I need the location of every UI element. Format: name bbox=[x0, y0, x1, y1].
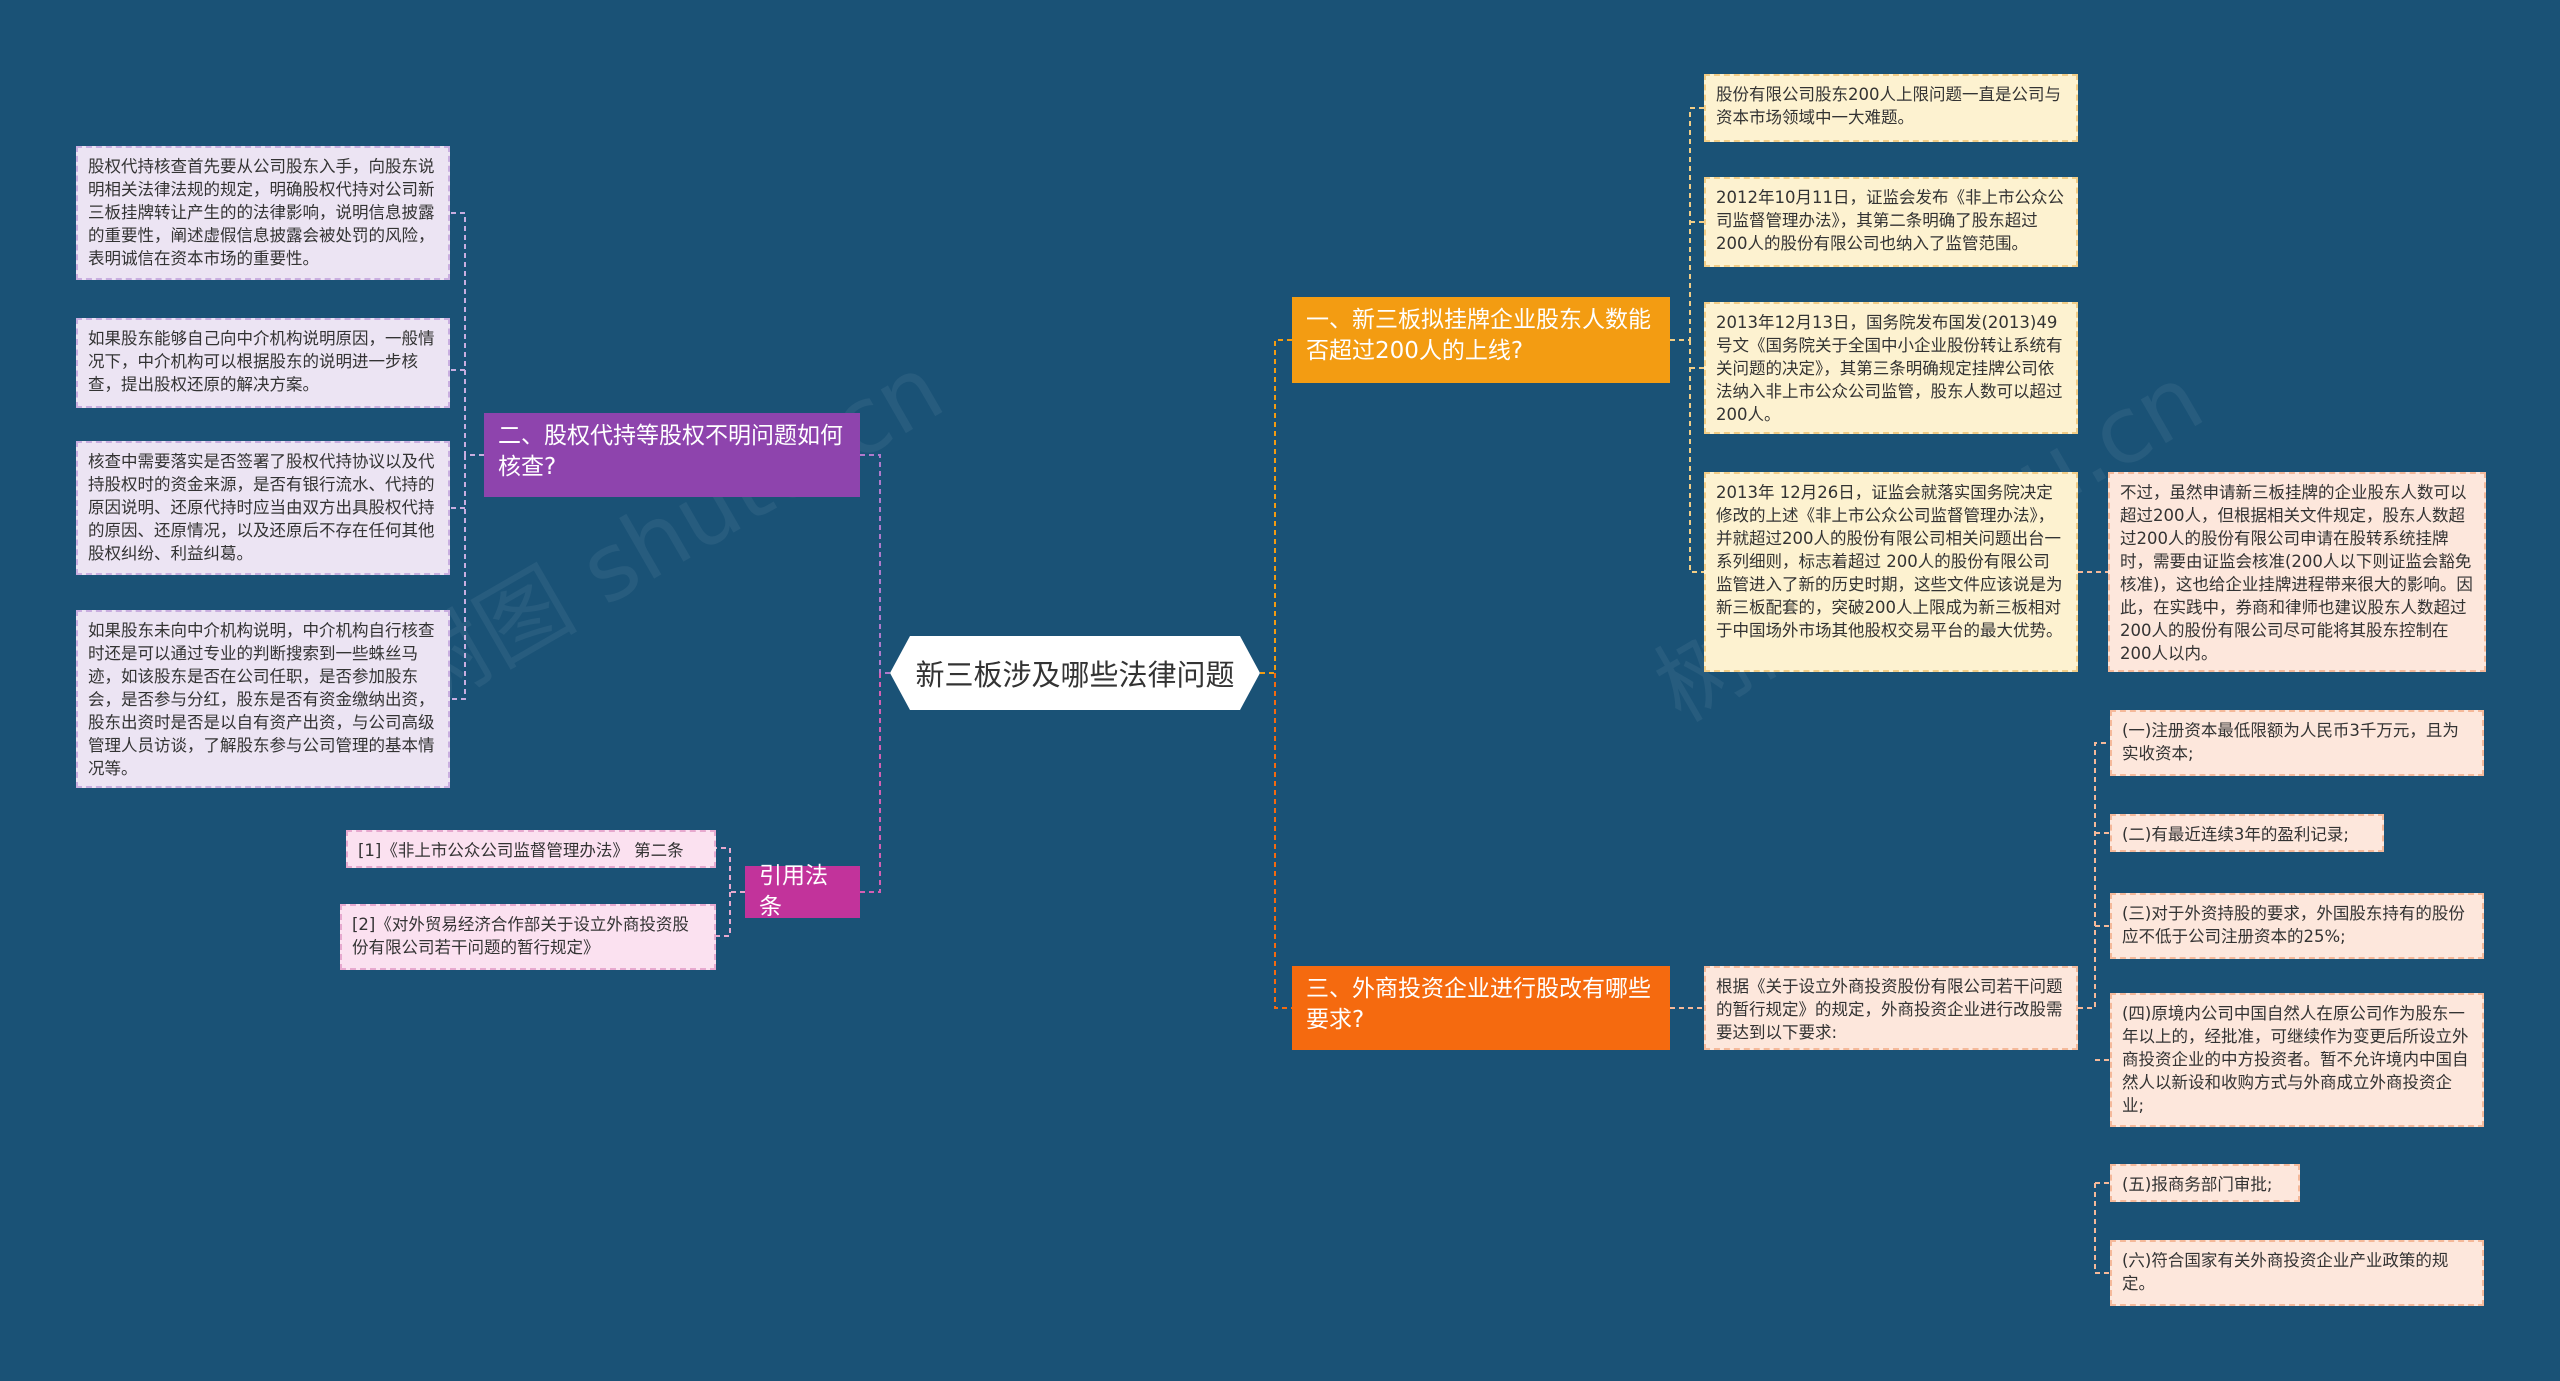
branch-shareholder-limit[interactable]: 一、新三板拟挂牌企业股东人数能否超过200人的上线? bbox=[1292, 297, 1670, 383]
branch-cited-laws[interactable]: 引用法条 bbox=[745, 863, 860, 920]
branch-foreign-investment[interactable]: 三、外商投资企业进行股改有哪些要求? bbox=[1292, 966, 1670, 1050]
cited-law-2[interactable]: [2]《对外贸易经济合作部关于设立外商投资股份有限公司若干问题的暂行规定》 bbox=[340, 904, 716, 970]
leaf-shareholder-limit-3[interactable]: 2013年12月13日，国务院发布国发(2013)49号文《国务院关于全国中小企… bbox=[1704, 302, 2078, 434]
leaf-shareholder-limit-4[interactable]: 2013年 12月26日，证监会就落实国务院决定修改的上述《非上市公众公司监督管… bbox=[1704, 472, 2078, 672]
requirement-item-6[interactable]: (六)符合国家有关外商投资企业产业政策的规定。 bbox=[2110, 1240, 2484, 1306]
central-topic[interactable]: 新三板涉及哪些法律问题 bbox=[890, 636, 1260, 710]
cited-law-1[interactable]: [1]《非上市公众公司监督管理办法》 第二条 bbox=[346, 830, 716, 868]
leaf-equity-verification-3[interactable]: 核查中需要落实是否签署了股权代持协议以及代持股权时的资金来源，是否有银行流水、代… bbox=[76, 441, 450, 575]
leaf-equity-verification-4[interactable]: 如果股东未向中介机构说明，中介机构自行核查时还是可以通过专业的判断搜索到一些蛛丝… bbox=[76, 610, 450, 788]
leaf-foreign-investment-intro[interactable]: 根据《关于设立外商投资股份有限公司若干问题的暂行规定》的规定，外商投资企业进行改… bbox=[1704, 966, 2078, 1050]
leaf-shareholder-limit-note[interactable]: 不过，虽然申请新三板挂牌的企业股东人数可以超过200人，但根据相关文件规定，股东… bbox=[2108, 472, 2486, 672]
requirement-item-5[interactable]: (五)报商务部门审批; bbox=[2110, 1164, 2300, 1202]
leaf-shareholder-limit-1[interactable]: 股份有限公司股东200人上限问题一直是公司与资本市场领域中一大难题。 bbox=[1704, 74, 2078, 142]
requirement-item-4[interactable]: (四)原境内公司中国自然人在原公司作为股东一年以上的，经批准，可继续作为变更后所… bbox=[2110, 993, 2484, 1127]
leaf-shareholder-limit-2[interactable]: 2012年10月11日，证监会发布《非上市公众公司监督管理办法》，其第二条明确了… bbox=[1704, 177, 2078, 267]
leaf-equity-verification-1[interactable]: 股权代持核查首先要从公司股东入手，向股东说明相关法律法规的规定，明确股权代持对公… bbox=[76, 146, 450, 280]
leaf-equity-verification-2[interactable]: 如果股东能够自己向中介机构说明原因，一般情况下，中介机构可以根据股东的说明进一步… bbox=[76, 318, 450, 408]
requirement-item-2[interactable]: (二)有最近连续3年的盈利记录; bbox=[2110, 814, 2384, 852]
branch-equity-verification[interactable]: 二、股权代持等股权不明问题如何核查? bbox=[484, 413, 860, 497]
requirement-item-3[interactable]: (三)对于外资持股的要求，外国股东持有的股份应不低于公司注册资本的25%; bbox=[2110, 893, 2484, 959]
requirement-item-1[interactable]: (一)注册资本最低限额为人民币3千万元，且为实收资本; bbox=[2110, 710, 2484, 776]
